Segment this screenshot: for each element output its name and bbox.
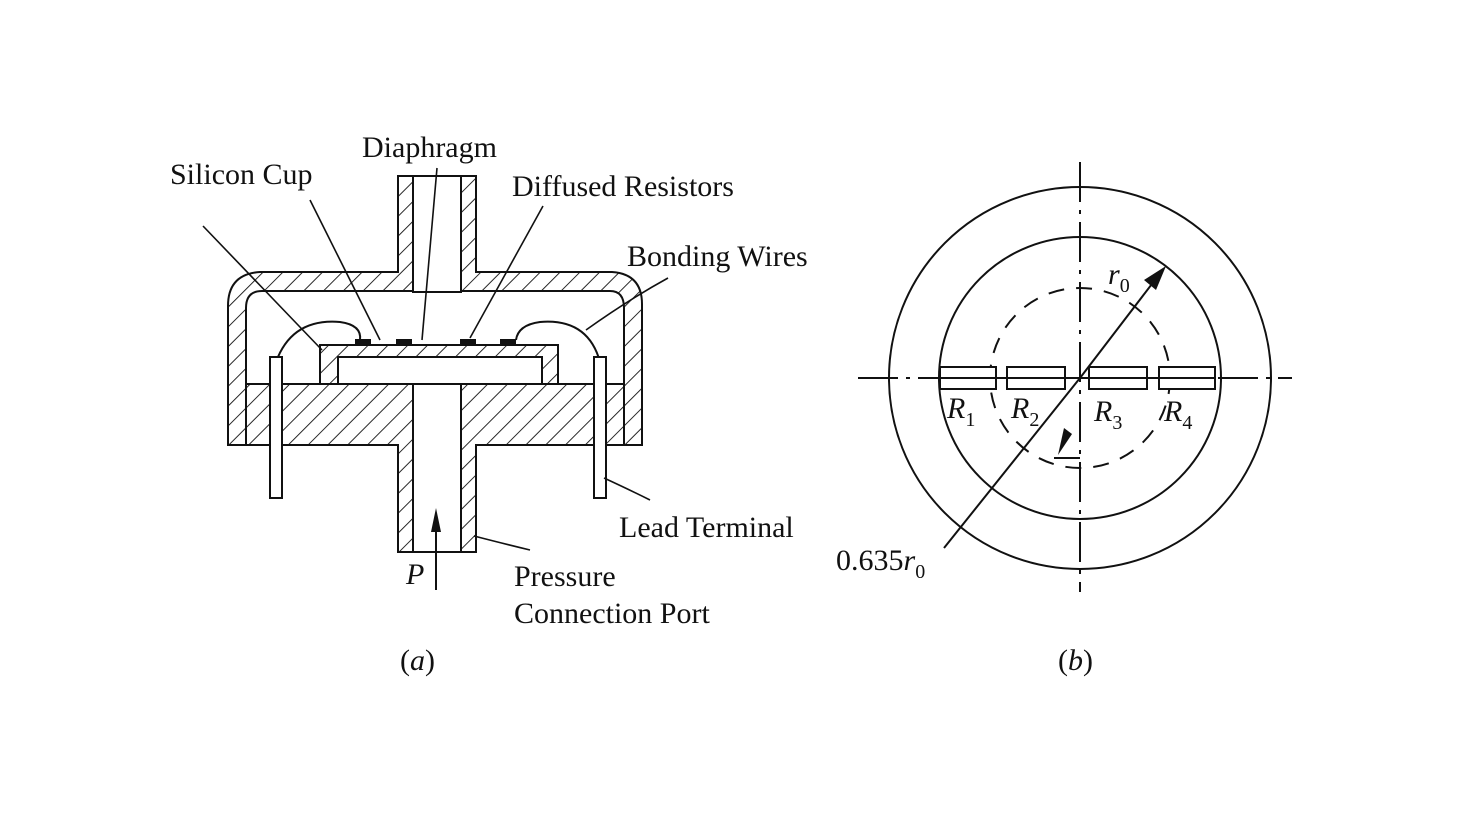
label-bonding-wires: Bonding Wires — [627, 240, 808, 273]
label-r0: r0 — [1108, 258, 1130, 297]
lead-terminal-right — [593, 356, 607, 499]
label-r3: R3 — [1093, 395, 1122, 434]
label-r2: R2 — [1010, 392, 1039, 431]
diffused-resistor-pads — [355, 339, 516, 345]
label-0635r0: 0.635r0 — [836, 544, 925, 583]
label-lead-terminal: Lead Terminal — [619, 511, 794, 544]
pressure-arrow — [431, 508, 441, 590]
panel-a-sensor-cross-section: Diaphragm Silicon Cup Diffused Resistors… — [170, 131, 808, 677]
label-silicon-cup: Silicon Cup — [170, 158, 313, 191]
bonding-wire-right — [515, 320, 601, 363]
lead-terminal-left — [269, 356, 283, 499]
label-pressure-line2: Connection Port — [514, 597, 710, 630]
caption-a: (a) — [400, 644, 435, 677]
label-r1: R1 — [946, 392, 975, 431]
label-diffused-resistors: Diffused Resistors — [512, 170, 734, 203]
label-r4: R4 — [1163, 395, 1192, 434]
label-pressure-line1: Pressure — [514, 560, 616, 593]
leader-lines — [202, 167, 669, 551]
caption-b: (b) — [1058, 644, 1093, 677]
dimension-0635r0-arrow — [943, 377, 1081, 549]
bonding-wire-left — [275, 320, 362, 363]
label-diaphragm: Diaphragm — [362, 131, 497, 164]
label-pressure-symbol: P — [405, 558, 424, 591]
radius-r0-arrow — [1079, 266, 1166, 379]
top-tube-channel — [412, 175, 462, 293]
outer-circle — [888, 186, 1272, 570]
resistor-strips — [939, 366, 1216, 390]
panel-b-diaphragm-top-view: r0 0.635r0 R1 R2 R3 R4 (b) — [836, 162, 1292, 677]
silicon-cup-cavity — [337, 356, 543, 385]
